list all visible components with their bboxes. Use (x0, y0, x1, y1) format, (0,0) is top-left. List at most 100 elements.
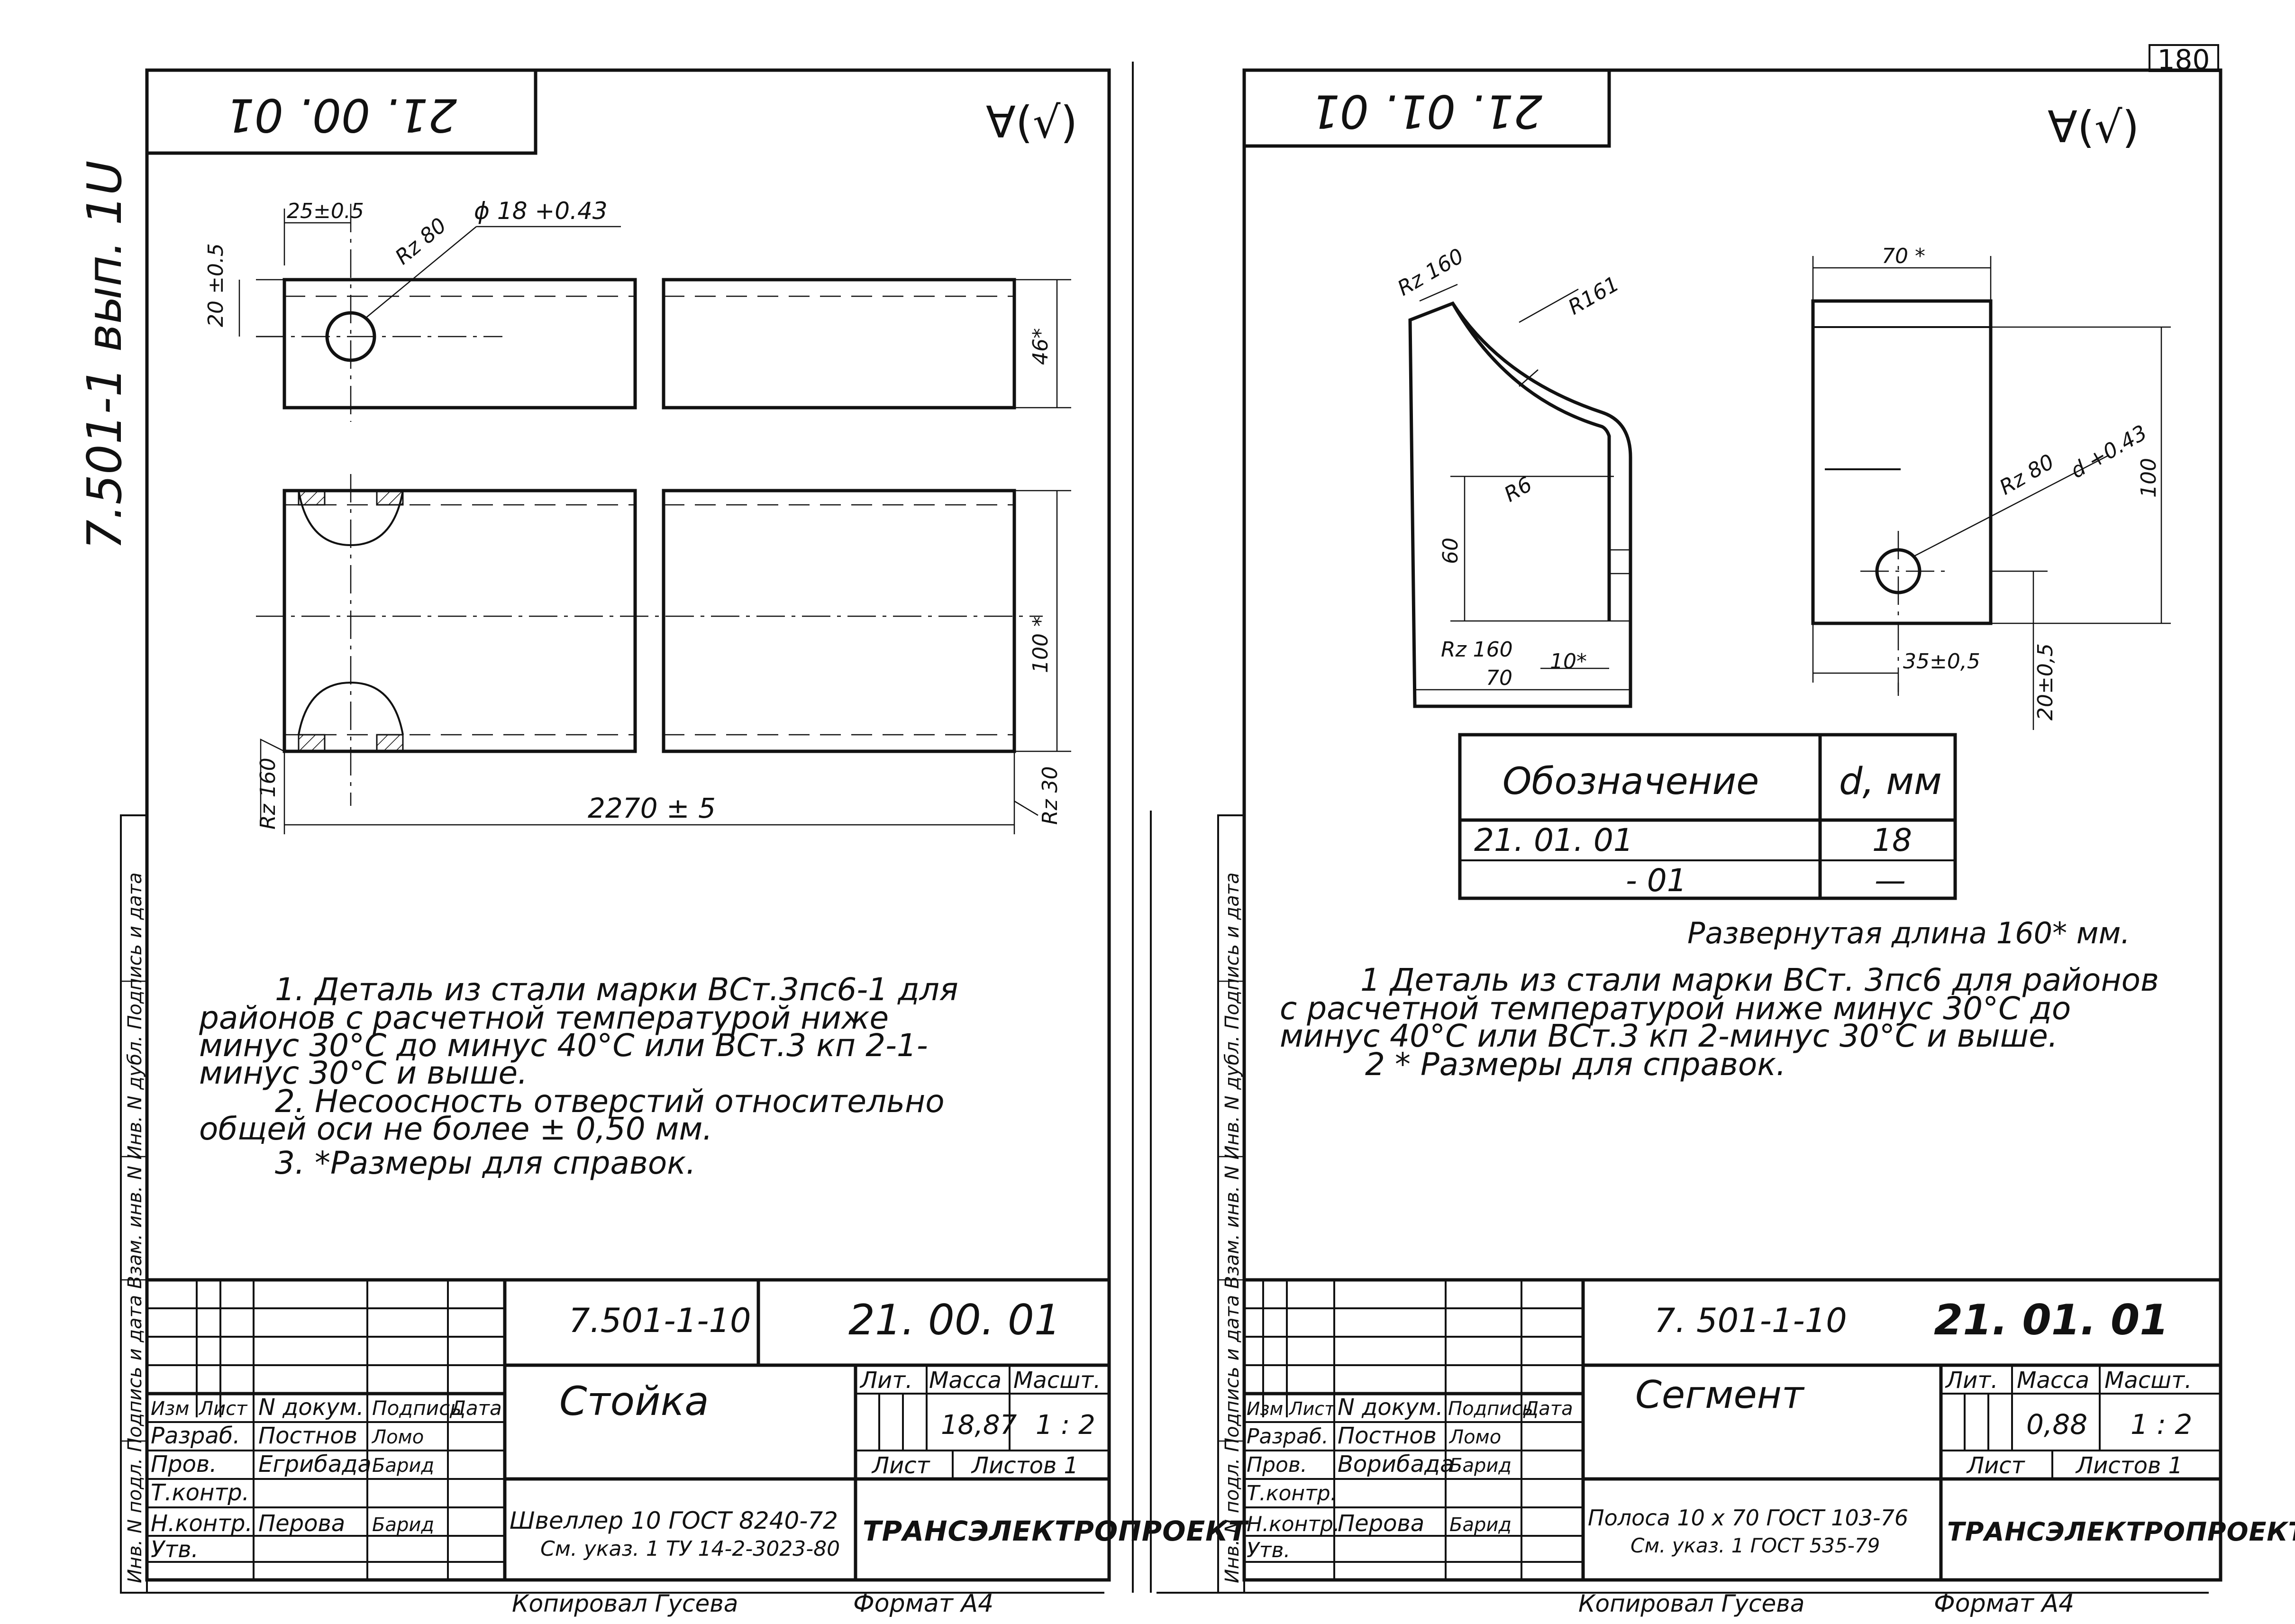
left-note-2: районов с расчетной температурой ниже (199, 1000, 889, 1036)
left-notes: 1. Деталь из стали марки ВСт.3пс6-1 для … (199, 971, 958, 1181)
table-header-d: d, мм (1839, 760, 1942, 803)
left-h-doc: N докум. (258, 1394, 364, 1421)
right-dim-rz160b: Rz 160 (1441, 638, 1513, 662)
left-sign-2: Барид (372, 1455, 434, 1477)
designation-table: Обозначение d, мм 21. 01. 01 18 - 01 — (1458, 733, 1957, 900)
left-note-6: общей оси не более ± 0,50 мм. (199, 1111, 712, 1147)
left-name-4: Перова (258, 1510, 345, 1537)
left-sheets-label: Листов 1 (971, 1452, 1078, 1479)
right-copied: Копировал Гусева (1578, 1590, 1804, 1617)
right-name-4: Перова (1338, 1510, 1424, 1537)
dim-length: 2270 ± 5 (588, 792, 716, 824)
right-h-list: Лист (1288, 1398, 1336, 1419)
table-row2-d: — (1875, 862, 1906, 899)
right-role-1: Разраб. (1247, 1424, 1329, 1449)
table-row2-designation: - 01 (1626, 862, 1687, 899)
right-sign-4: Барид (1449, 1514, 1512, 1536)
dim-46: 46* (1029, 328, 1053, 365)
left-note-5: 2. Несоосность отверстий относительно (275, 1083, 945, 1120)
right-margin-text: Инв. N подл. Подпись и дата Взам. инв. N… (1221, 872, 1243, 1583)
right-sheet-label: Лист (1966, 1452, 2026, 1479)
right-dim-35: 35±0,5 (1903, 649, 1980, 674)
left-roughness-mark: ∀(√) (986, 97, 1077, 148)
left-role-2: Пров. (151, 1451, 217, 1478)
right-designation: 21. 01. 01 (1934, 1296, 2169, 1344)
side-designation: 7.501-1 вып. 1U (77, 161, 132, 550)
right-role-5: Утв. (1247, 1538, 1290, 1562)
left-note-3: минус 30°С до минус 40°С или ВСт.3 кп 2-… (199, 1027, 928, 1064)
left-lit-label: Лит. (859, 1367, 913, 1394)
left-margin-text: Инв. N подл. Подпись и дата Взам. инв. N… (124, 872, 146, 1583)
dim-rz30: Rz 30 (1038, 766, 1062, 825)
right-note-1: 1 Деталь из стали марки ВСт. 3пс6 для ра… (1360, 962, 2159, 998)
right-material-1: Полоса 10 х 70 ГОСТ 103-76 (1588, 1505, 1908, 1531)
dim-100-left: 100 * (1029, 616, 1053, 673)
right-h-izm: Изм (1247, 1398, 1283, 1419)
right-role-2: Пров. (1247, 1453, 1307, 1477)
right-dim-70: 70 (1486, 666, 1512, 690)
left-margin-strip: Инв. N подл. Подпись и дата Взам. инв. N… (120, 814, 148, 1594)
left-format: Формат А4 (853, 1589, 993, 1618)
left-note-1: 1. Деталь из стали марки ВСт.3пс6-1 для (275, 971, 958, 1008)
left-copied: Копировал Гусева (512, 1590, 738, 1617)
right-scale: 1 : 2 (2131, 1408, 2192, 1441)
right-name-1: Постнов (1338, 1423, 1437, 1449)
left-h-izm: Изм (151, 1398, 189, 1420)
right-mass-label: Масса (2017, 1367, 2089, 1394)
table-row1-designation: 21. 01. 01 (1474, 822, 1633, 858)
dim-hole-left: ϕ 18 +0.43 (474, 197, 608, 225)
right-dim-r161: R161 (1564, 272, 1623, 319)
left-scale-label: Масшт. (1013, 1367, 1101, 1394)
right-lit-label: Лит. (1945, 1367, 1998, 1394)
right-dim-r6: R6 (1500, 472, 1536, 507)
right-sign-1: Ломо (1448, 1426, 1501, 1448)
right-scale-label: Масшт. (2104, 1367, 2192, 1394)
left-top-view: 25±0.5 Rz 80 ϕ 18 +0.43 20 ±0.5 46* (204, 197, 1071, 422)
left-sheet: Инв. N подл. Подпись и дата Взам. инв. N… (120, 62, 1249, 1618)
left-mass-label: Масса (929, 1367, 1002, 1394)
right-dim-rz80: Rz 80 (1995, 450, 2058, 500)
right-sheets-label: Листов 1 (2075, 1452, 2183, 1479)
right-note-2: с расчетной температурой ниже минус 30°С… (1280, 990, 2071, 1027)
left-scale: 1 : 2 (1036, 1410, 1095, 1441)
right-dim-60: 60 (1439, 538, 1463, 564)
right-format: Формат А4 (1934, 1589, 2074, 1618)
right-dim-100: 100 (2137, 458, 2161, 498)
right-role-4: Н.контр. (1247, 1512, 1340, 1536)
left-h-date: Дата (449, 1396, 502, 1420)
left-role-5: Утв. (151, 1536, 199, 1563)
right-material-2: См. указ. 1 ГОСТ 535-79 (1630, 1534, 1880, 1557)
left-title-block: Изм Лист N докум. Подпись Дата Разраб. П… (147, 1278, 1249, 1580)
right-note-4: 2 * Размеры для справок. (1365, 1046, 1786, 1083)
right-h-sign: Подпись (1448, 1398, 1533, 1420)
left-designation: 21. 00. 01 (848, 1296, 1061, 1344)
right-plate-view: 70 * 100 Rz 80 d +0.43 35±0,5 20±0,5 (1811, 244, 2171, 730)
left-project: 7.501-1-10 (569, 1301, 751, 1340)
left-h-list: Лист (198, 1398, 248, 1420)
right-segment-view: Rz 160 R161 R6 60 Rz 160 10* 70 (1393, 244, 1632, 708)
right-part-name: Сегмент (1635, 1373, 1805, 1417)
right-title-block: Изм Лист N докум. Подпись Дата Разраб. П… (1244, 1278, 2295, 1580)
left-name-2: Егрибада (258, 1451, 372, 1478)
dim-20-left: 20 ±0.5 (204, 243, 228, 327)
right-role-3: Т.контр. (1247, 1481, 1337, 1505)
right-roughness-mark: ∀(√) (2048, 102, 2139, 153)
left-material-1: Швеллер 10 ГОСТ 8240-72 (510, 1507, 838, 1534)
right-margin-strip: Инв. N подл. Подпись и дата Взам. инв. N… (1217, 814, 1245, 1594)
right-note-3: минус 40°С или ВСт.3 кп 2-минус 30°С и в… (1280, 1018, 2058, 1054)
left-sign-4: Барид (372, 1514, 434, 1536)
right-mass: 0,88 (2026, 1408, 2087, 1441)
table-header-designation: Обозначение (1503, 760, 1759, 803)
left-sheet-label: Лист (871, 1452, 931, 1479)
right-name-2: Ворибада (1338, 1451, 1454, 1478)
left-note-4: минус 30°С и выше. (199, 1055, 528, 1091)
right-sheet: Инв. N подл. Подпись и дата Взам. инв. N… (1150, 68, 2295, 1618)
table-row1-d: 18 (1872, 822, 1912, 858)
right-designation-rotated: 21. 01. 01 (1311, 85, 1543, 138)
right-h-doc: N докум. (1338, 1394, 1443, 1421)
right-h-date: Дата (1523, 1398, 1573, 1420)
right-sign-2: Барид (1449, 1455, 1512, 1477)
right-notes: 1 Деталь из стали марки ВСт. 3пс6 для ра… (1280, 962, 2159, 1083)
left-role-1: Разраб. (151, 1423, 240, 1449)
right-dim-rz160: Rz 160 (1393, 244, 1468, 301)
